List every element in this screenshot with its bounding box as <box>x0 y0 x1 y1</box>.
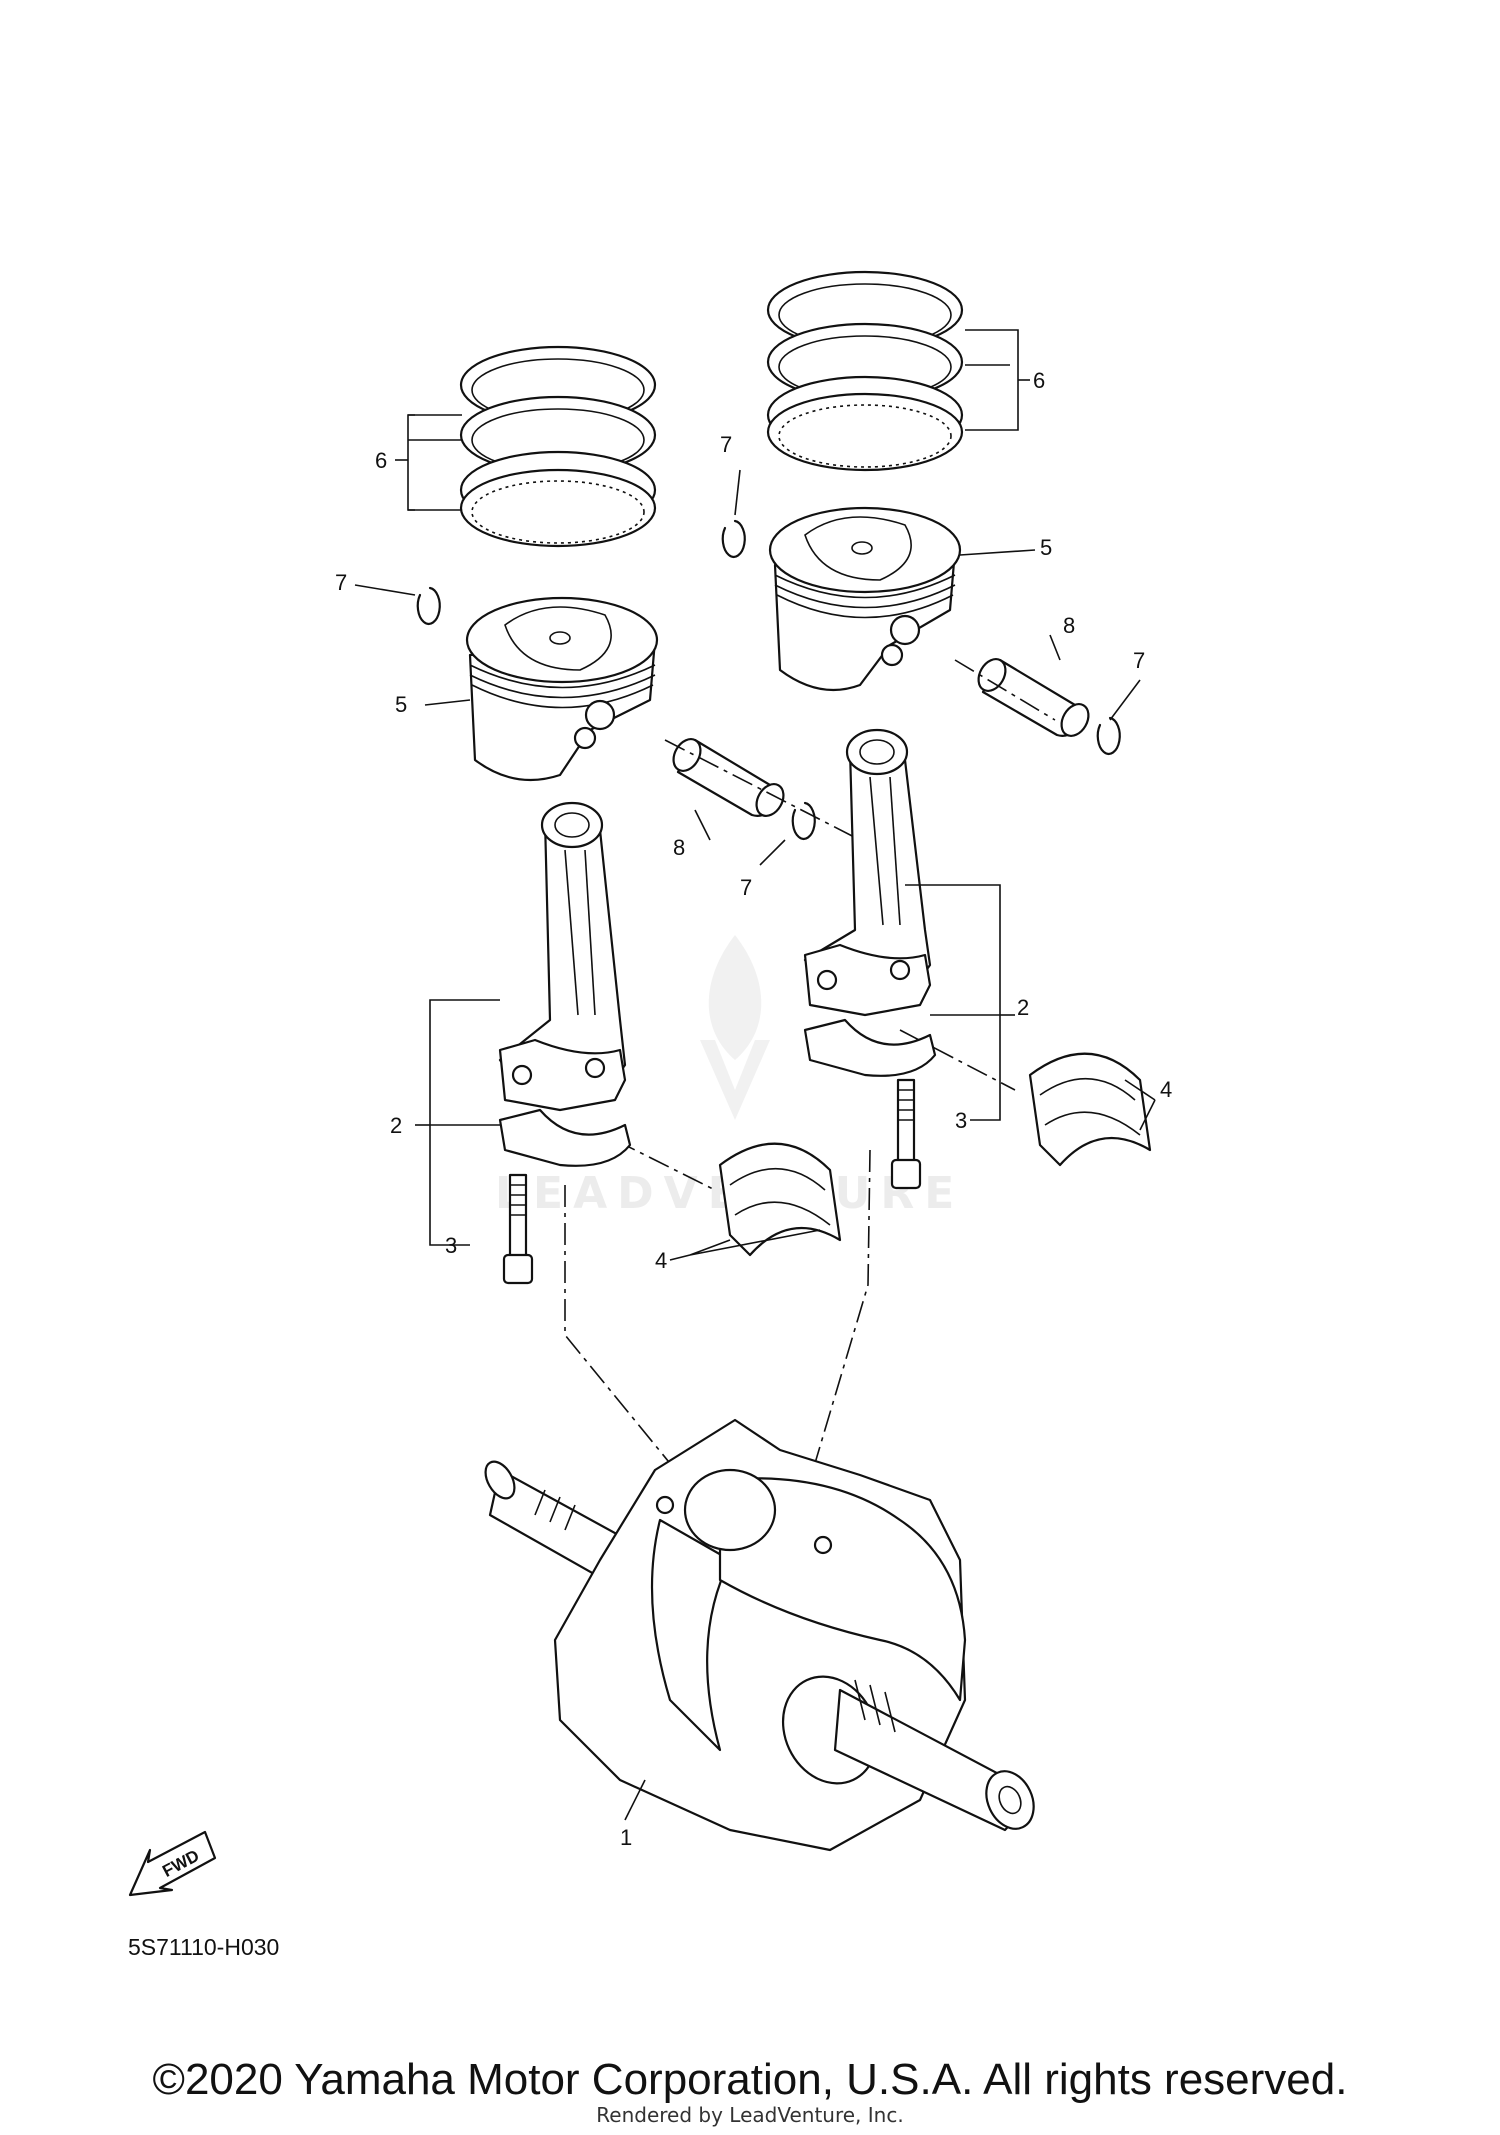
callout-3-left: 3 <box>445 1233 457 1258</box>
callout-8-right: 8 <box>1063 613 1075 638</box>
piston-left <box>465 596 659 782</box>
callout-7-b: 7 <box>720 432 732 457</box>
alignment-lines <box>564 659 1056 1501</box>
piston-rings-left <box>459 345 657 548</box>
circlips <box>416 519 1121 840</box>
piston-rings-right <box>766 270 964 472</box>
callout-5-right: 5 <box>1040 535 1052 560</box>
rod-bolt-left <box>502 1173 534 1285</box>
callout-5-left: 5 <box>395 692 407 717</box>
bearing-right <box>1028 1052 1152 1167</box>
fwd-arrow-icon: FWD <box>128 1830 217 1897</box>
callout-6-right: 6 <box>1033 368 1045 393</box>
rendered-by-credit: Rendered by LeadVenture, Inc. <box>596 2103 904 2127</box>
callout-2-right: 2 <box>1017 995 1029 1020</box>
diagram-code: 5S71110-H030 <box>128 1934 279 1960</box>
callout-7-d: 7 <box>1133 648 1145 673</box>
connecting-rod-left <box>498 801 632 1167</box>
piston-pin-right <box>977 658 1090 737</box>
callout-4-left: 4 <box>655 1248 667 1273</box>
leader-lines <box>354 329 1156 1821</box>
piston-right <box>768 506 962 692</box>
crankshaft <box>484 1418 1035 1852</box>
callout-2-left: 2 <box>390 1113 402 1138</box>
callout-6-left: 6 <box>375 448 387 473</box>
callout-7-c: 7 <box>740 875 752 900</box>
callout-4-right: 4 <box>1160 1077 1172 1102</box>
copyright-notice: ©2020 Yamaha Motor Corporation, U.S.A. A… <box>152 2055 1348 2104</box>
piston-pin-left <box>672 738 785 817</box>
connecting-rod-right <box>803 728 937 1077</box>
callout-8-left: 8 <box>673 835 685 860</box>
rod-bolt-right <box>890 1078 922 1190</box>
callout-3-right: 3 <box>955 1108 967 1133</box>
callout-1: 1 <box>620 1825 632 1850</box>
callout-7-a: 7 <box>335 570 347 595</box>
